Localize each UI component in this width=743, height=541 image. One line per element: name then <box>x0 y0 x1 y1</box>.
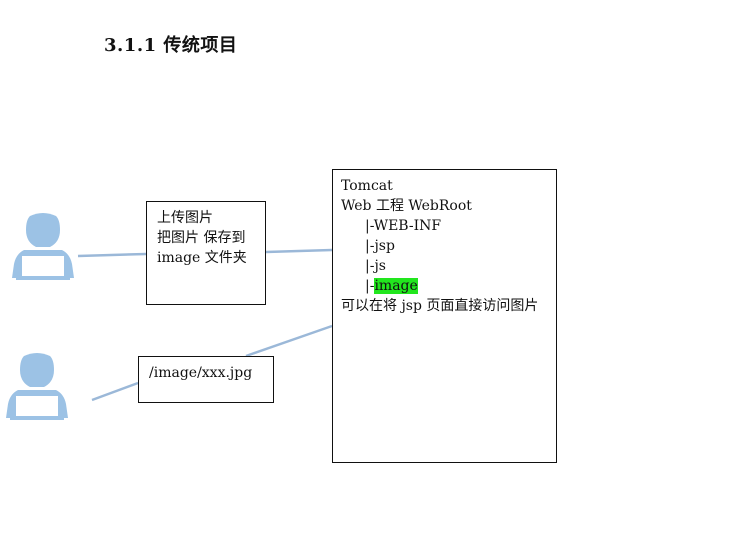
folder-name: js <box>374 258 386 274</box>
tomcat-server-box: Tomcat Web 工程 WebRoot |-WEB-INF |-jsp |-… <box>332 169 557 463</box>
tree-prefix: |- <box>365 238 375 254</box>
connector-user1-upload <box>77 252 147 258</box>
connector-url-server <box>245 324 333 358</box>
folder-name: jsp <box>374 238 395 254</box>
folder-entry: |-WEB-INF <box>341 216 548 236</box>
folder-name: WEB-INF <box>373 218 442 234</box>
folder-name-highlighted: image <box>374 278 418 294</box>
folder-entry: |-js <box>341 256 548 276</box>
server-label: Tomcat <box>341 178 393 194</box>
image-url-box: /image/xxx.jpg <box>138 356 274 403</box>
user-icon <box>6 353 68 420</box>
image-url-text: /image/xxx.jpg <box>149 365 253 381</box>
section-title: 3.1.1 传统项目 <box>104 35 238 56</box>
connector-user2-url <box>91 381 139 402</box>
user-icon <box>12 213 74 280</box>
folder-entry: |-jsp <box>341 236 548 256</box>
folder-entry: |-image <box>341 276 548 296</box>
access-note: 可以在将 jsp 页面直接访问图片 <box>341 298 539 314</box>
connector-upload-server <box>265 248 333 254</box>
upload-line: 上传图片 <box>157 210 213 226</box>
tree-prefix: |- <box>365 278 375 294</box>
tree-prefix: |- <box>365 258 375 274</box>
upload-box: 上传图片 把图片 保存到 image 文件夹 <box>146 201 266 305</box>
upload-line: image 文件夹 <box>157 250 247 266</box>
upload-line: 把图片 保存到 <box>157 230 246 246</box>
tree-prefix: |- <box>365 218 374 234</box>
project-label: Web 工程 WebRoot <box>341 198 472 214</box>
